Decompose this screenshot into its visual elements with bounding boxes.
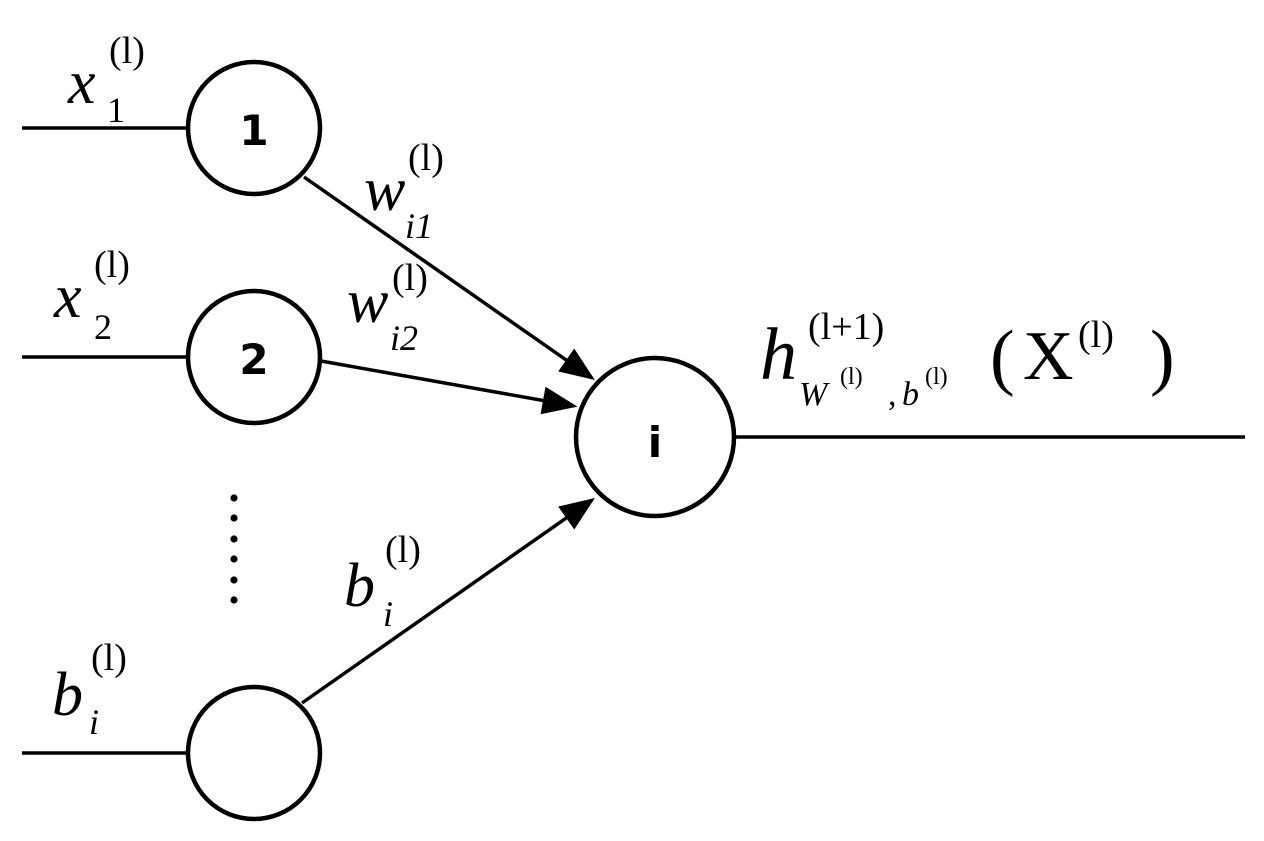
svg-text:x: x [53,263,82,331]
label-b-input: b (l) i [52,637,127,742]
svg-text:h: h [760,314,797,396]
svg-text:i: i [89,702,99,742]
svg-text:(l): (l) [840,364,863,390]
svg-text:(l): (l) [385,529,421,571]
svg-text:w: w [364,156,405,224]
svg-text:(l): (l) [392,257,428,299]
svg-text:(l): (l) [408,137,444,179]
input-node-2: 2 [185,288,323,426]
svg-text:x: x [67,49,96,117]
svg-text:X: X [1023,318,1074,395]
svg-text:1: 1 [107,90,125,130]
svg-text:(l): (l) [925,364,948,390]
node-label-1: 1 [239,106,268,155]
svg-text:): ) [1150,316,1175,398]
edge-b-i [300,497,595,705]
svg-text:,: , [888,376,897,413]
bias-node [185,684,323,822]
svg-text:b: b [52,661,83,729]
label-w-i2: w (l) i2 [347,257,428,358]
label-b-edge: b (l) i [344,529,421,634]
svg-text:2: 2 [94,307,112,347]
label-x1: x (l) 1 [67,30,145,130]
svg-text:(l): (l) [91,637,127,679]
input-node-1: 1 [185,59,323,197]
label-w-i1: w (l) i1 [364,137,444,246]
svg-text:i: i [383,594,393,634]
label-output: h (l+1) W (l) , b (l) ( X (l) ) [760,306,1175,413]
svg-text:b: b [344,552,375,620]
svg-text:i1: i1 [405,206,433,246]
svg-text:b: b [902,376,919,413]
label-x2: x (l) 2 [53,244,130,347]
svg-text:i2: i2 [390,318,418,358]
edge-w-i2 [320,359,578,415]
svg-text:(: ( [990,316,1015,398]
neuron-node-i: i [573,355,737,519]
svg-text:W: W [799,376,830,413]
node-label-2: 2 [239,335,268,384]
svg-text:(l): (l) [1078,314,1114,356]
node-label-i: i [648,418,662,467]
svg-text:w: w [347,268,388,336]
svg-text:(l+1): (l+1) [808,306,884,348]
edge-w-i1 [302,175,595,381]
svg-text:(l): (l) [94,244,130,286]
vertical-ellipsis [230,494,238,604]
svg-text:(l): (l) [109,30,145,72]
